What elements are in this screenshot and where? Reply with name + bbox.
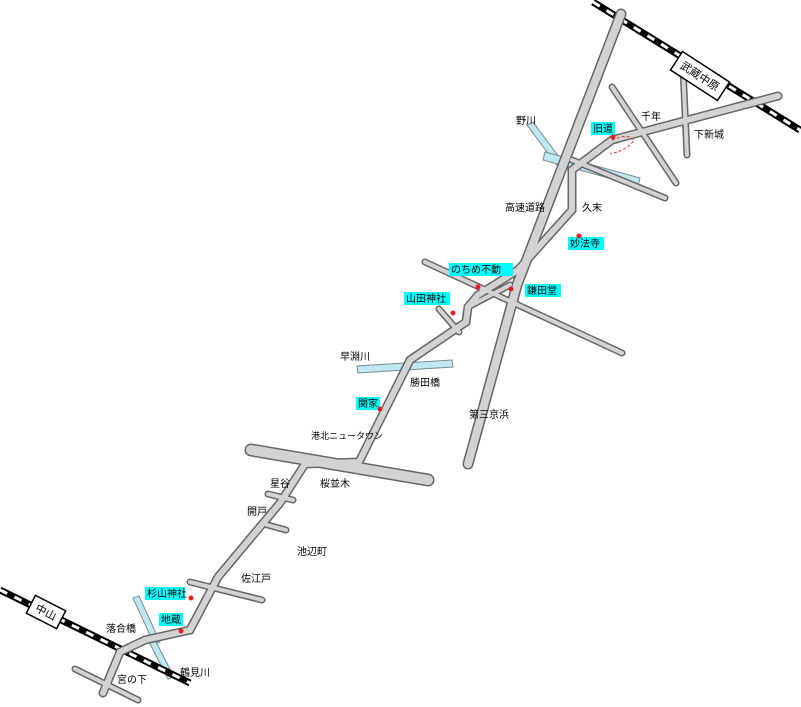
label-yamada-jinja: 山田神社 — [406, 292, 446, 305]
nogawa-road — [570, 158, 667, 200]
label-kohoku-newtown: 港北ニュータウン — [311, 430, 383, 442]
kyudo-marker — [610, 134, 616, 140]
miyanoshita-road — [73, 667, 140, 702]
kamatado-marker — [508, 286, 514, 292]
label-ikenobecho: 池辺町 — [297, 545, 327, 558]
hoshiya-cross-road — [266, 492, 295, 502]
label-nogawa: 野川 — [516, 115, 536, 127]
poi-highlights — [145, 122, 615, 626]
main-route-road — [100, 93, 781, 696]
station-nakayama: 中山 — [25, 594, 67, 630]
station-musashi-nakahara: 武蔵中原 — [669, 50, 731, 102]
label-ochiaibashi: 落合橋 — [106, 622, 136, 635]
sennen-road — [610, 85, 678, 185]
label-hayabuchigawa: 早淵川 — [340, 351, 370, 363]
label-jizo: 地蔵 — [161, 613, 181, 626]
junction-connector — [466, 283, 512, 309]
yamada-jinja-marker — [450, 310, 456, 316]
yamada-cross-road — [437, 307, 461, 334]
kamatado-road — [423, 260, 624, 355]
kohoku-newtown-road — [246, 445, 433, 485]
label-saedo: 佐江戸 — [241, 573, 271, 585]
jizo-marker — [178, 628, 184, 634]
poi-markers — [178, 134, 616, 634]
expressway-north — [513, 10, 625, 289]
sekiya-marker — [377, 406, 383, 412]
roads — [73, 10, 781, 702]
label-tsurumigawa: 鶴見川 — [180, 666, 210, 679]
label-kusue: 久末 — [582, 201, 602, 214]
tsurumi-river-upper — [132, 595, 161, 645]
label-nochime-fudo: のちめ不動 — [451, 263, 501, 276]
label-kyudo: 旧道 — [593, 122, 613, 135]
label-kosoku-doro: 高速道路 — [505, 201, 545, 214]
railways — [0, 0, 801, 687]
label-miyanoshita: 宮の下 — [117, 673, 147, 686]
label-sekiya: 関家 — [358, 397, 378, 410]
hirakido-cross-road — [262, 522, 288, 532]
place-labels: 野川 旧道 千年 下新城 高速道路 久末 妙法寺 のちめ不動 鎌田堂 山田神社 … — [106, 110, 724, 686]
label-sakuranamiki: 桜並木 — [320, 477, 350, 490]
daisan-keihin-road — [464, 281, 521, 468]
label-hoshiya: 星谷 — [270, 478, 290, 490]
saedo-road — [188, 580, 264, 602]
label-myohoji: 妙法寺 — [570, 237, 600, 250]
label-sugiyama-jinja: 杉山神社 — [147, 587, 187, 600]
label-sennen: 千年 — [641, 110, 661, 123]
label-kamatado: 鎌田堂 — [527, 284, 557, 297]
myohoji-marker — [576, 233, 582, 239]
label-hirakido: 開戸 — [247, 506, 267, 518]
shimoshinjo-road — [681, 66, 689, 157]
label-katsuta-bashi: 勝田橋 — [410, 376, 440, 389]
nochime-fudo-marker — [475, 284, 481, 290]
label-daisan-keihin: 第三京浜 — [469, 408, 509, 421]
label-shimoshinjo: 下新城 — [694, 128, 724, 141]
sugiyama-jinja-marker — [188, 595, 194, 601]
old-road — [609, 136, 635, 155]
